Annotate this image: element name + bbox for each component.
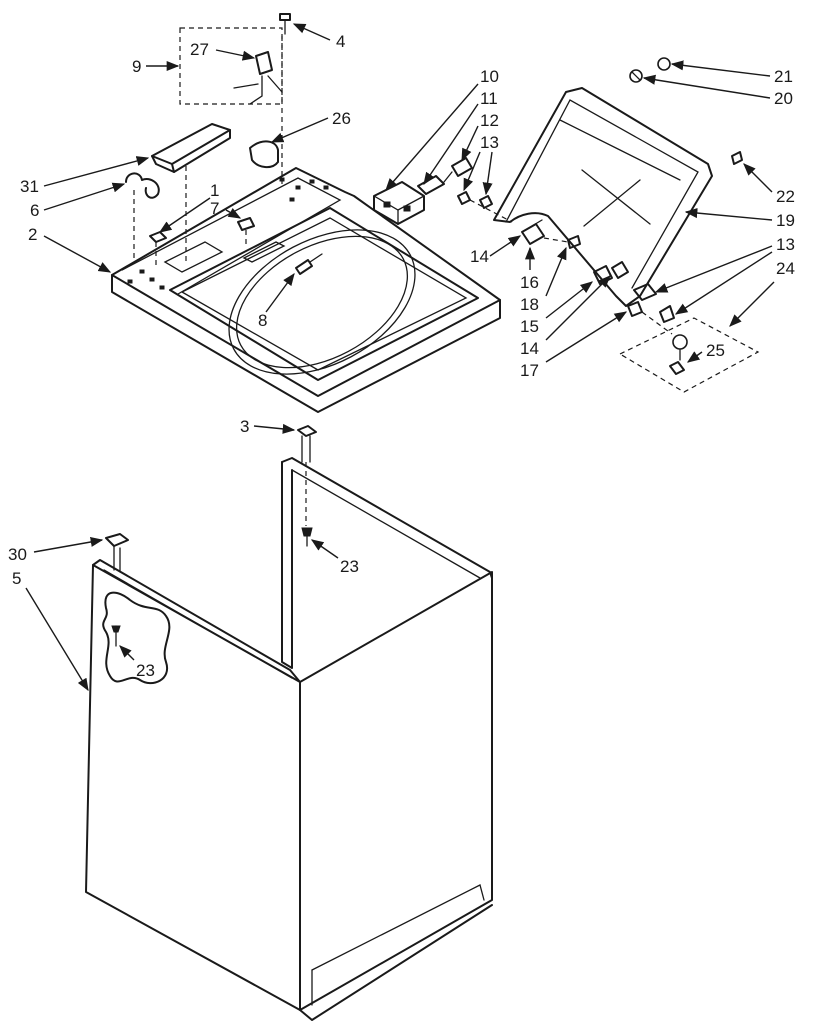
screw-top-part bbox=[279, 13, 291, 35]
callout-13-right: 13 bbox=[776, 235, 795, 254]
callout-1: 1 bbox=[210, 181, 219, 200]
callout-7: 7 bbox=[210, 199, 219, 218]
callout-24: 24 bbox=[776, 259, 795, 278]
callout-5: 5 bbox=[12, 569, 21, 588]
callout-14-lower: 14 bbox=[520, 339, 539, 358]
screw-pair-part bbox=[457, 191, 513, 223]
bolt-part bbox=[295, 253, 323, 275]
callout-19: 19 bbox=[776, 211, 795, 230]
bracket-part bbox=[249, 36, 283, 184]
callout-14-upper: 14 bbox=[470, 247, 489, 266]
callout-23-front: 23 bbox=[136, 661, 155, 680]
lid-switch-group bbox=[179, 27, 283, 105]
rear-clip-part bbox=[297, 425, 317, 463]
hinge-parts bbox=[521, 219, 673, 335]
cabinet bbox=[85, 457, 493, 1021]
callout-27: 27 bbox=[190, 40, 209, 59]
callout-12: 12 bbox=[480, 111, 499, 130]
latch-assembly bbox=[373, 157, 473, 225]
callout-20: 20 bbox=[774, 89, 793, 108]
callout-26: 26 bbox=[332, 109, 351, 128]
callout-16: 16 bbox=[520, 273, 539, 292]
callout-10: 10 bbox=[480, 67, 499, 86]
callout-22: 22 bbox=[776, 187, 795, 206]
lid bbox=[493, 87, 713, 307]
callout-4: 4 bbox=[336, 32, 345, 51]
cabinet-cutaway bbox=[102, 591, 171, 685]
screw-part bbox=[301, 462, 313, 547]
callout-8: 8 bbox=[258, 311, 267, 330]
callout-17: 17 bbox=[520, 361, 539, 380]
bumper-parts bbox=[629, 57, 743, 323]
nut-part bbox=[149, 231, 167, 268]
callout-13-top: 13 bbox=[480, 133, 499, 152]
callout-6: 6 bbox=[30, 201, 39, 220]
callout-21: 21 bbox=[774, 67, 793, 86]
corner-clip-part bbox=[105, 533, 129, 573]
callout-15: 15 bbox=[520, 317, 539, 336]
nut-part-2 bbox=[237, 217, 255, 248]
callout-30: 30 bbox=[8, 545, 27, 564]
callout-11: 11 bbox=[480, 89, 498, 108]
callout-31: 31 bbox=[20, 177, 39, 196]
callout-2: 2 bbox=[28, 225, 37, 244]
top-panel bbox=[111, 167, 501, 413]
callout-9: 9 bbox=[132, 57, 141, 76]
callout-23-rear: 23 bbox=[340, 557, 359, 576]
spring-part bbox=[125, 172, 160, 260]
callout-3: 3 bbox=[240, 417, 249, 436]
callout-25: 25 bbox=[706, 341, 725, 360]
callout-18: 18 bbox=[520, 295, 539, 314]
callout-labels: 4 9 27 26 31 6 1 7 2 8 10 11 12 13 14 16 bbox=[8, 23, 795, 692]
damper-kit bbox=[618, 317, 760, 393]
